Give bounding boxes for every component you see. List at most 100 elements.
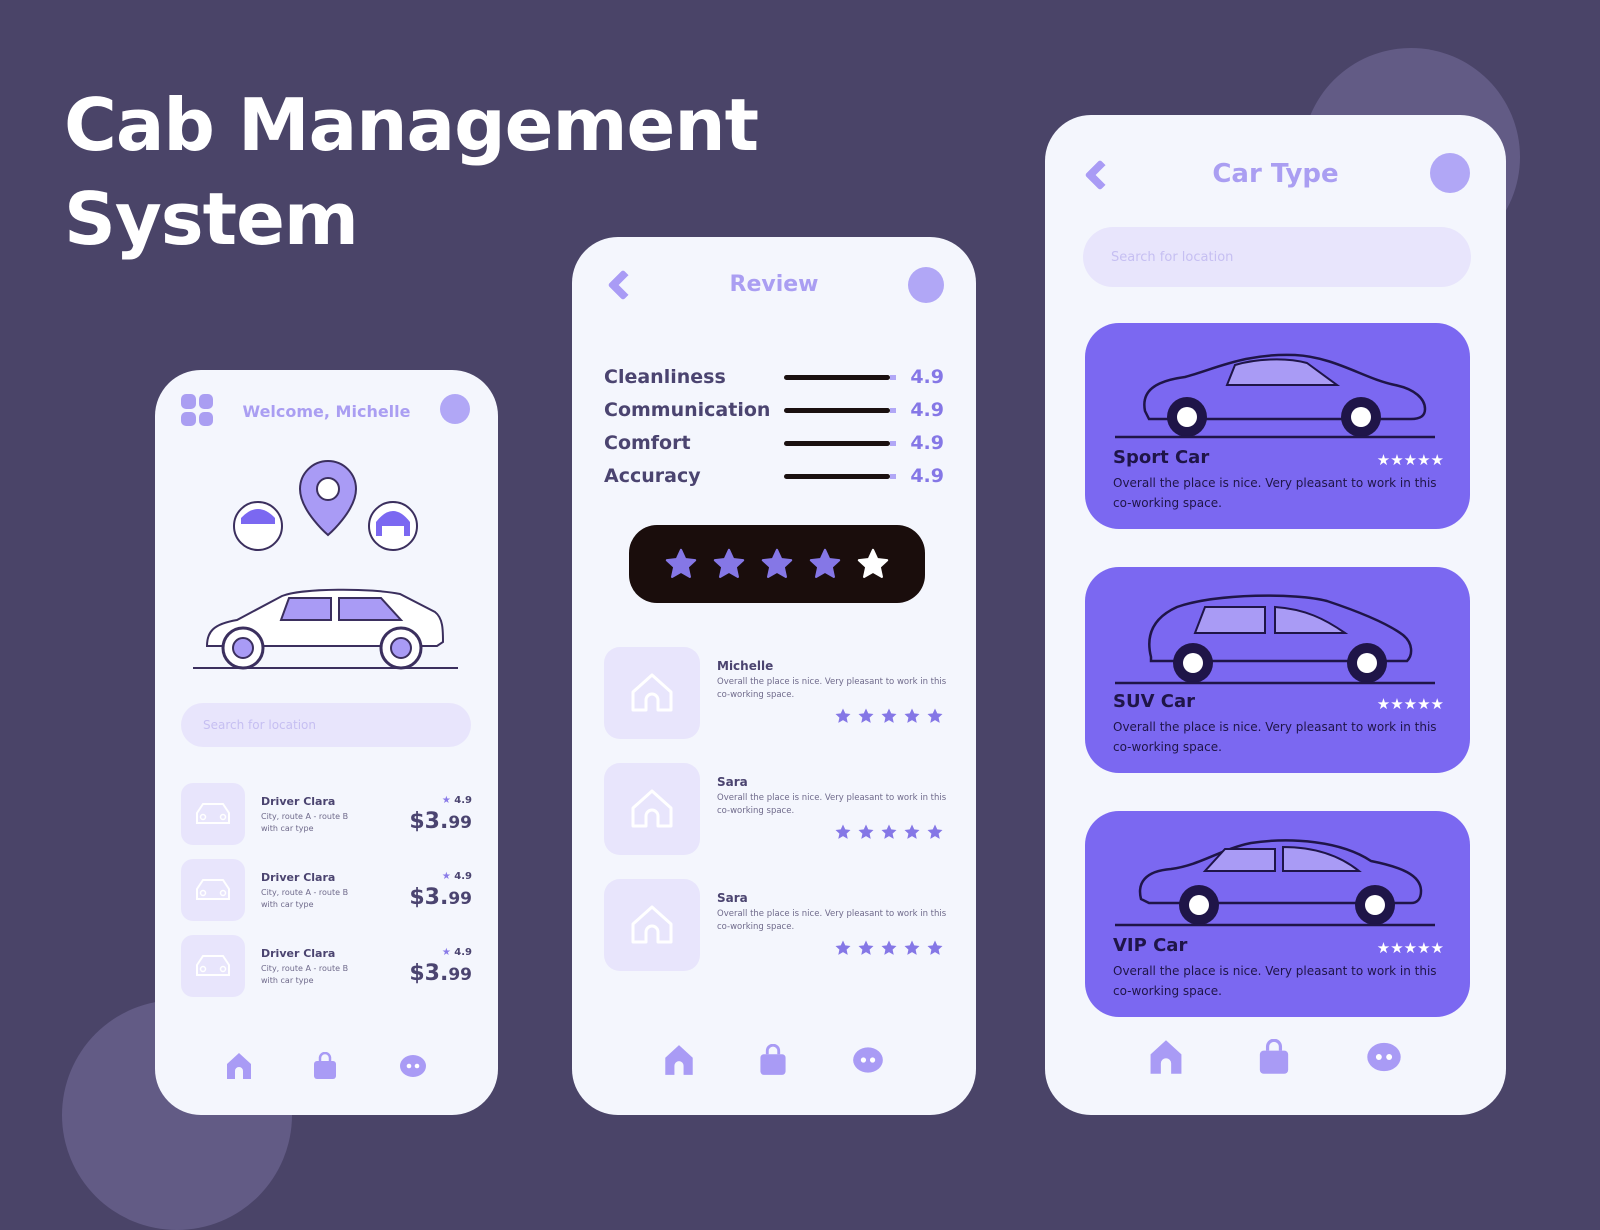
- car-stars: ★★★★★: [1377, 939, 1444, 957]
- star-icon[interactable]: [808, 547, 842, 581]
- star-icon: [881, 940, 897, 955]
- bag-icon[interactable]: [759, 1044, 787, 1076]
- search-input[interactable]: Search for location: [181, 703, 471, 747]
- review-thumbnail: [604, 647, 700, 739]
- star-icon[interactable]: [664, 547, 698, 581]
- star-icon: ★★★★★: [1376, 939, 1444, 957]
- home-icon[interactable]: [226, 1052, 252, 1080]
- chat-icon[interactable]: [1366, 1041, 1402, 1073]
- bag-icon[interactable]: [313, 1052, 337, 1080]
- phone-home: Welcome, Michelle Search for location Dr…: [155, 370, 498, 1115]
- star-icon: [927, 940, 943, 955]
- star-icon: [881, 824, 897, 839]
- bottom-nav: [572, 1043, 976, 1077]
- car-icon: [196, 803, 230, 824]
- grid-icon[interactable]: [181, 394, 213, 426]
- profile-avatar[interactable]: [1430, 153, 1470, 193]
- overall-star-rating[interactable]: [629, 525, 925, 603]
- driver-name: Driver Clara: [261, 871, 336, 884]
- review-text: Overall the place is nice. Very pleasant…: [717, 677, 947, 700]
- star-icon: [904, 940, 920, 955]
- star-icon: [927, 708, 943, 723]
- star-icon: ★: [441, 947, 451, 958]
- star-icon: ★★★★★: [1376, 695, 1444, 713]
- star-icon[interactable]: [712, 547, 746, 581]
- home-icon[interactable]: [1149, 1039, 1183, 1075]
- rating-bar: [783, 440, 897, 446]
- driver-price: $3.99: [409, 885, 472, 910]
- review-thumbnail: [604, 763, 700, 855]
- profile-avatar[interactable]: [440, 394, 470, 424]
- search-input[interactable]: Search for location: [1083, 227, 1471, 287]
- title-line: Cab Management: [64, 83, 759, 167]
- profile-avatar[interactable]: [908, 267, 944, 303]
- title-line: System: [64, 177, 359, 261]
- driver-rating: ★ 4.9: [441, 871, 472, 882]
- home-icon[interactable]: [664, 1044, 694, 1076]
- star-icon: [858, 708, 874, 723]
- rating-bar: [783, 407, 897, 413]
- review-item: Michelle Overall the place is nice. Very…: [604, 647, 946, 743]
- vip-car-illustration: [1115, 839, 1435, 927]
- car-description: Overall the place is nice. Very pleasant…: [1113, 964, 1437, 998]
- house-icon: [631, 673, 673, 712]
- bag-icon[interactable]: [1258, 1039, 1290, 1075]
- driver-price: $3.99: [409, 961, 472, 986]
- star-icon: [858, 940, 874, 955]
- star-icon: [835, 708, 851, 723]
- review-stars: [834, 823, 944, 841]
- star-icon: [858, 824, 874, 839]
- car-icon: [196, 879, 230, 900]
- sport-car-illustration: [1115, 353, 1435, 439]
- car-thumbnail: [181, 783, 245, 845]
- review-item: Sara Overall the place is nice. Very ple…: [604, 763, 946, 859]
- bottom-nav: [1045, 1039, 1506, 1075]
- review-item: Sara Overall the place is nice. Very ple…: [604, 879, 946, 975]
- chat-icon[interactable]: [399, 1054, 427, 1078]
- review-text: Overall the place is nice. Very pleasant…: [717, 793, 947, 816]
- reviewer-name: Sara: [717, 891, 748, 905]
- phone-car-type: Car Type Search for location Sport Car ★…: [1045, 115, 1506, 1115]
- star-icon: [835, 824, 851, 839]
- review-stars: [834, 707, 944, 725]
- chat-icon[interactable]: [852, 1046, 884, 1074]
- car-type-card[interactable]: VIP Car ★★★★★ Overall the place is nice.…: [1085, 811, 1470, 1017]
- driver-name: Driver Clara: [261, 795, 336, 808]
- review-thumbnail: [604, 879, 700, 971]
- car-name: Sport Car: [1113, 447, 1210, 468]
- car-thumbnail: [181, 935, 245, 997]
- car-stars: ★★★★★: [1377, 695, 1444, 713]
- car-description: Overall the place is nice. Very pleasant…: [1113, 720, 1437, 754]
- car-type-card[interactable]: SUV Car ★★★★★ Overall the place is nice.…: [1085, 567, 1470, 773]
- reviewer-name: Michelle: [717, 659, 774, 673]
- car-icon: [196, 955, 230, 976]
- driver-price: $3.99: [409, 809, 472, 834]
- car-type-card[interactable]: Sport Car ★★★★★ Overall the place is nic…: [1085, 323, 1470, 529]
- car-thumbnail: [181, 859, 245, 921]
- car-description: Overall the place is nice. Very pleasant…: [1113, 476, 1437, 510]
- star-icon[interactable]: [760, 547, 794, 581]
- star-icon: [881, 708, 897, 723]
- car-name: SUV Car: [1113, 691, 1196, 712]
- screen-title: Review: [729, 271, 819, 297]
- review-text: Overall the place is nice. Very pleasant…: [717, 909, 947, 932]
- star-icon: [927, 824, 943, 839]
- star-icon[interactable]: [856, 547, 890, 581]
- house-icon: [631, 905, 673, 944]
- rating-bar: [783, 374, 897, 380]
- star-icon: ★★★★★: [1376, 451, 1444, 469]
- star-icon: ★: [441, 871, 451, 882]
- star-icon: [835, 940, 851, 955]
- page-title: Cab Management System: [64, 78, 759, 266]
- star-icon: ★: [441, 795, 451, 806]
